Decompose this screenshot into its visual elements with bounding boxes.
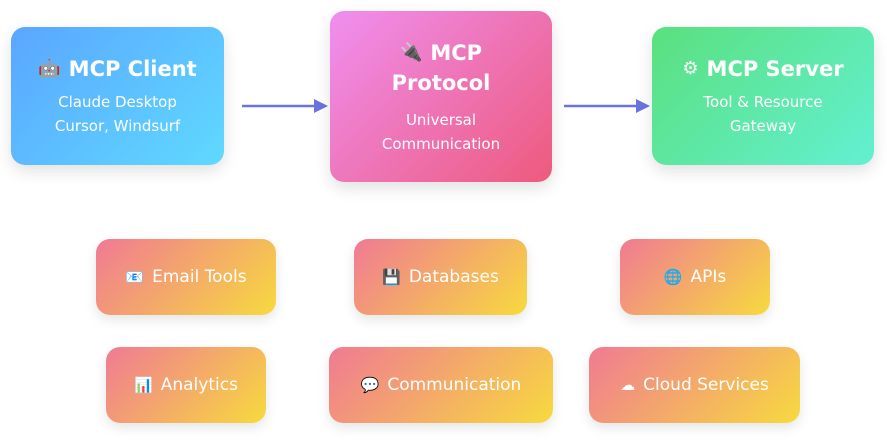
client-line-2: Cursor, Windsurf [54,117,181,135]
server-line-2: Gateway [729,117,797,135]
globe-icon: 🌐 [663,268,683,286]
tool-label: APIs [690,267,727,287]
bar-chart-icon: 📊 [134,376,153,394]
protocol-line-2: Communication [381,134,501,153]
mcp-client-box: 🤖 MCP Client Claude Desktop Cursor, Wind… [11,27,224,165]
floppy-disk-icon: 💾 [382,268,401,286]
client-title: MCP Client [68,57,197,81]
tool-label: Email Tools [152,267,247,287]
cloud-icon: ☁ [620,376,636,394]
robot-icon: 🤖 [38,58,61,79]
gear-icon: ⚙ [682,58,699,79]
tool-analytics: 📊 Analytics [106,347,266,423]
tool-communication: 💬 Communication [329,347,553,423]
envelope-icon: 📧 [125,268,145,286]
tool-email-tools: 📧 Email Tools [96,239,276,315]
tool-label: Cloud Services [643,375,769,395]
arrow-protocol-to-server [564,99,650,113]
tool-label: Communication [387,375,522,395]
client-line-1: Claude Desktop [58,93,177,111]
plug-icon: 🔌 [399,41,423,63]
tool-apis: 🌐 APIs [620,239,770,315]
protocol-title-line-1: MCP [430,40,483,65]
speech-bubble-icon: 💬 [360,376,380,394]
protocol-title-line-2: Protocol [391,70,491,95]
tool-databases: 💾 Databases [354,239,527,315]
arrow-client-to-protocol [242,99,328,113]
server-line-1: Tool & Resource [703,93,823,111]
tool-label: Databases [408,267,499,287]
tool-label: Analytics [160,375,238,395]
protocol-line-1: Universal [405,110,477,129]
mcp-protocol-box: 🔌 MCP Protocol Universal Communication [330,11,552,182]
tool-cloud-services: ☁ Cloud Services [589,347,800,423]
server-title: MCP Server [706,57,844,81]
mcp-server-box: ⚙ MCP Server Tool & Resource Gateway [652,27,874,165]
